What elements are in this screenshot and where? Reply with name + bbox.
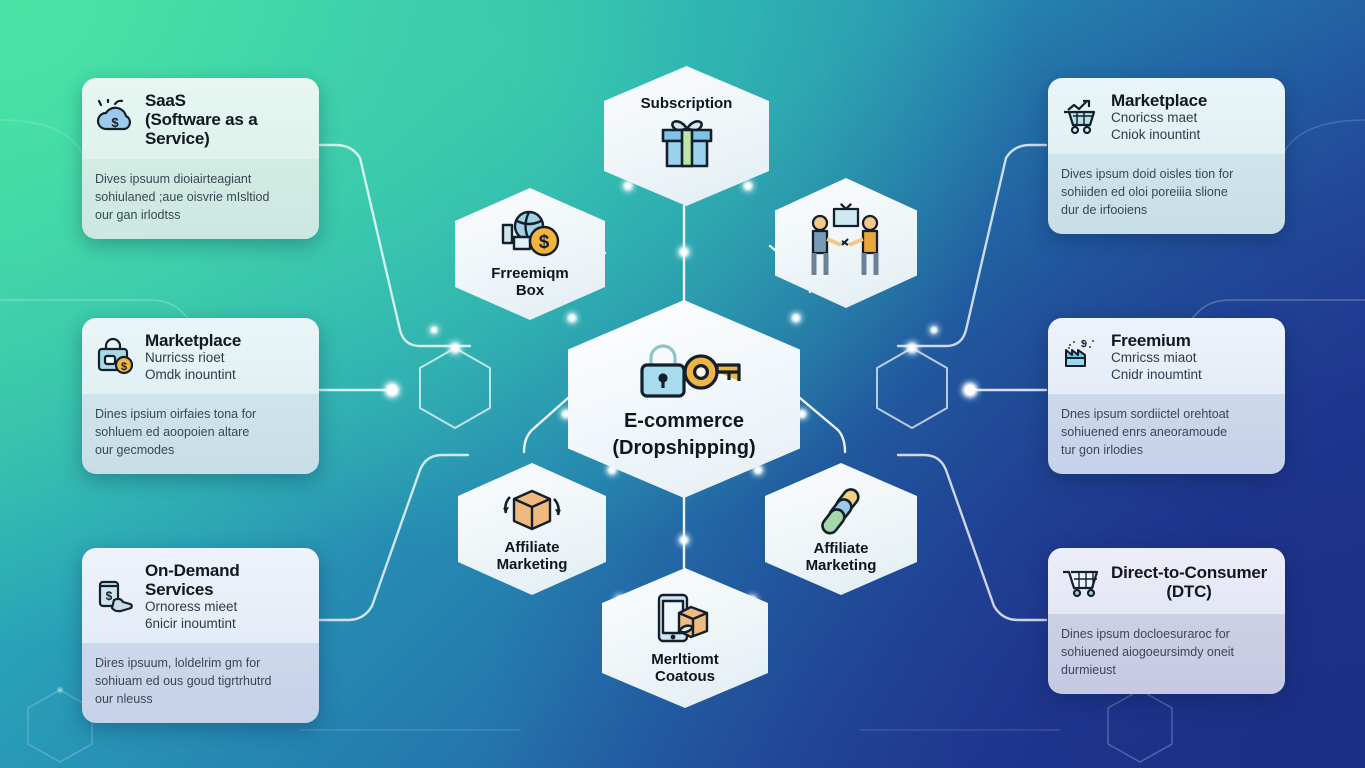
card-body: Dives ipsum doid oisles tion for sohiide… [1048,153,1285,235]
hexagon-label-affiliate-right-1: Affiliate [813,540,869,557]
hexagon-label-freemium-box-1: Frreemiqm [491,265,569,282]
card-header: $ On-Demand Services Ornoress mieet 6nic… [82,548,319,643]
card-body-line1: Dives ipsuum dioiairteagiant [95,172,252,187]
card-body-line1: Dines ipsium oirfaies tona for [95,406,257,421]
card-header: Marketplace Cnoricss maet Cniok inountin… [1048,78,1285,154]
package-box-refresh-icon [496,485,568,540]
svg-text:$: $ [106,589,113,603]
card-body-line3: our gecmodes [95,443,175,458]
card-title-group: Direct-to-Consumer (DTC) [1111,563,1267,601]
card-body-line2: sohiulaned ;aue oisvrie mIsltiod [95,190,270,205]
cup-dollar-hand-icon: $ [94,576,136,618]
card-body: Dines ipsum docloesuraroc for sohiuened … [1048,614,1285,695]
hexagon-label-affiliate-left-2: Marketing [496,555,568,573]
card-body: Dines ipsium oirfaies tona for sohluem e… [82,393,319,475]
hexagon-freemium-box[interactable]: $ Frreemiqm Box [455,188,605,320]
phone-package-icon [651,591,719,652]
center-label-line1: E-commerce [623,409,745,432]
card-subtitle-2: Cniok inountint [1111,126,1201,142]
card-header: $ SaaS (Software as a Service) [82,78,319,160]
card-title: Marketplace [1111,91,1208,110]
card-body-line1: Dives ipsum doid oisles tion for [1061,166,1234,181]
card-title: Direct-to-Consumer [1111,562,1268,582]
card-body-line1: Dines ipsum docloesuraroc for [1061,627,1230,641]
svg-text:$: $ [121,361,127,373]
card-on-demand-services[interactable]: $ On-Demand Services Ornoress mieet 6nic… [82,548,319,724]
gift-box-icon [656,113,718,176]
card-subtitle-1: Cnoricss maet [1111,110,1198,126]
card-header: $ Freemium Cmricss miaot Cnidr inoumtint [1048,318,1285,394]
svg-text:$: $ [539,232,550,253]
card-body-line1: Dires ipsuum, loldelrim gm for [95,656,261,670]
card-body-line3: tur gon irlodies [1061,443,1143,458]
card-subtitle-1: Nurricss rioet [145,350,225,366]
padlock-and-key-icon [625,339,743,406]
globe-dollar-coin-icon: $ [497,209,563,266]
card-freemium[interactable]: $ Freemium Cmricss miaot Cnidr inoumtint… [1048,318,1285,475]
card-subtitle-1: (DTC) [1166,582,1212,601]
hexagon-label-freemium-box-2: Box [515,281,545,299]
two-people-exchanging-gift-icon [798,201,894,286]
card-subtitle-1: Ornoress mieet [145,599,238,615]
card-title: Freemium [1111,331,1191,350]
card-body-line3: dur de irfooiens [1061,203,1148,218]
hexagon-handshake-gift[interactable] [775,178,917,308]
card-body-line2: sohiuened enrs aneoramoude [1061,425,1228,440]
card-title-group: Marketplace Nurricss rioet Omdk inountin… [145,331,241,383]
card-saas[interactable]: $ SaaS (Software as a Service) Dives ips… [82,78,319,240]
card-marketplace-right[interactable]: Marketplace Cnoricss maet Cniok inountin… [1048,78,1285,235]
card-body: Dnes ipsum sordiictel orehtoat sohiuened… [1048,393,1285,475]
hexagon-label-affiliate-left-1: Affiliate [504,539,560,556]
card-subtitle-2: Cnidr inoumtint [1111,366,1202,382]
card-body: Dires ipsuum, loldelrim gm for sohiuam e… [82,643,319,724]
hexagon-center-ecommerce[interactable]: E-commerce (Dropshipping) [568,300,800,498]
hexagon-label-mention-1: Merltiomt [651,651,719,668]
center-label-line2: (Dropshipping) [612,436,756,459]
chain-link-icon [812,484,870,541]
card-title: Marketplace [145,331,242,350]
card-body-line3: durmieust [1061,663,1116,678]
card-subtitle-1: (Software as a Service) [145,110,258,149]
svg-text:$: $ [1081,339,1087,350]
hexagon-label-mention-2: Coatous [655,667,715,685]
hexagon-label-subscription: Subscription [640,95,733,113]
card-body-line1: Dnes ipsum sordiictel orehtoat [1061,406,1230,421]
cloud-dollar-icon: $ [94,97,136,141]
shopping-bag-coin-icon: $ [94,336,136,378]
card-title: On-Demand Services [145,561,240,600]
card-body-line2: sohluem ed aoopoien altare [95,425,250,440]
card-body-line3: our gan irlodtss [95,208,181,223]
card-title: SaaS [145,91,186,110]
card-title-group: Marketplace Cnoricss maet Cniok inountin… [1111,91,1207,143]
card-body-line3: our nleuss [95,692,153,707]
factory-sparkle-icon: $ [1060,336,1102,378]
card-header: $ Marketplace Nurricss rioet Omdk inount… [82,318,319,394]
card-body-line2: sohiuam ed ous goud tigrtrhutrd [95,674,272,689]
svg-text:$: $ [111,115,119,130]
card-subtitle-2: 6nicir inoumtint [145,615,236,631]
card-body: Dives ipsuum dioiairteagiant sohiulaned … [82,159,319,240]
card-header: Direct-to-Consumer (DTC) [1048,548,1285,614]
card-title-group: SaaS (Software as a Service) [145,91,307,148]
card-title-group: On-Demand Services Ornoress mieet 6nicir… [145,561,307,632]
card-title-group: Freemium Cmricss miaot Cnidr inoumtint [1111,331,1202,383]
card-subtitle-2: Omdk inountint [145,366,236,382]
shopping-cart-growth-icon [1060,96,1102,138]
card-direct-to-consumer[interactable]: Direct-to-Consumer (DTC) Dines ipsum doc… [1048,548,1285,695]
shopping-cart-icon [1060,561,1102,603]
card-marketplace-left[interactable]: $ Marketplace Nurricss rioet Omdk inount… [82,318,319,475]
card-body-line2: sohiuened aiogoeursimdy oneit [1061,645,1235,660]
hexagon-label-affiliate-right-2: Marketing [805,556,877,574]
card-subtitle-1: Cmricss miaot [1111,350,1197,366]
card-body-line2: sohiiden ed oloi poreiiia slione [1061,185,1228,200]
